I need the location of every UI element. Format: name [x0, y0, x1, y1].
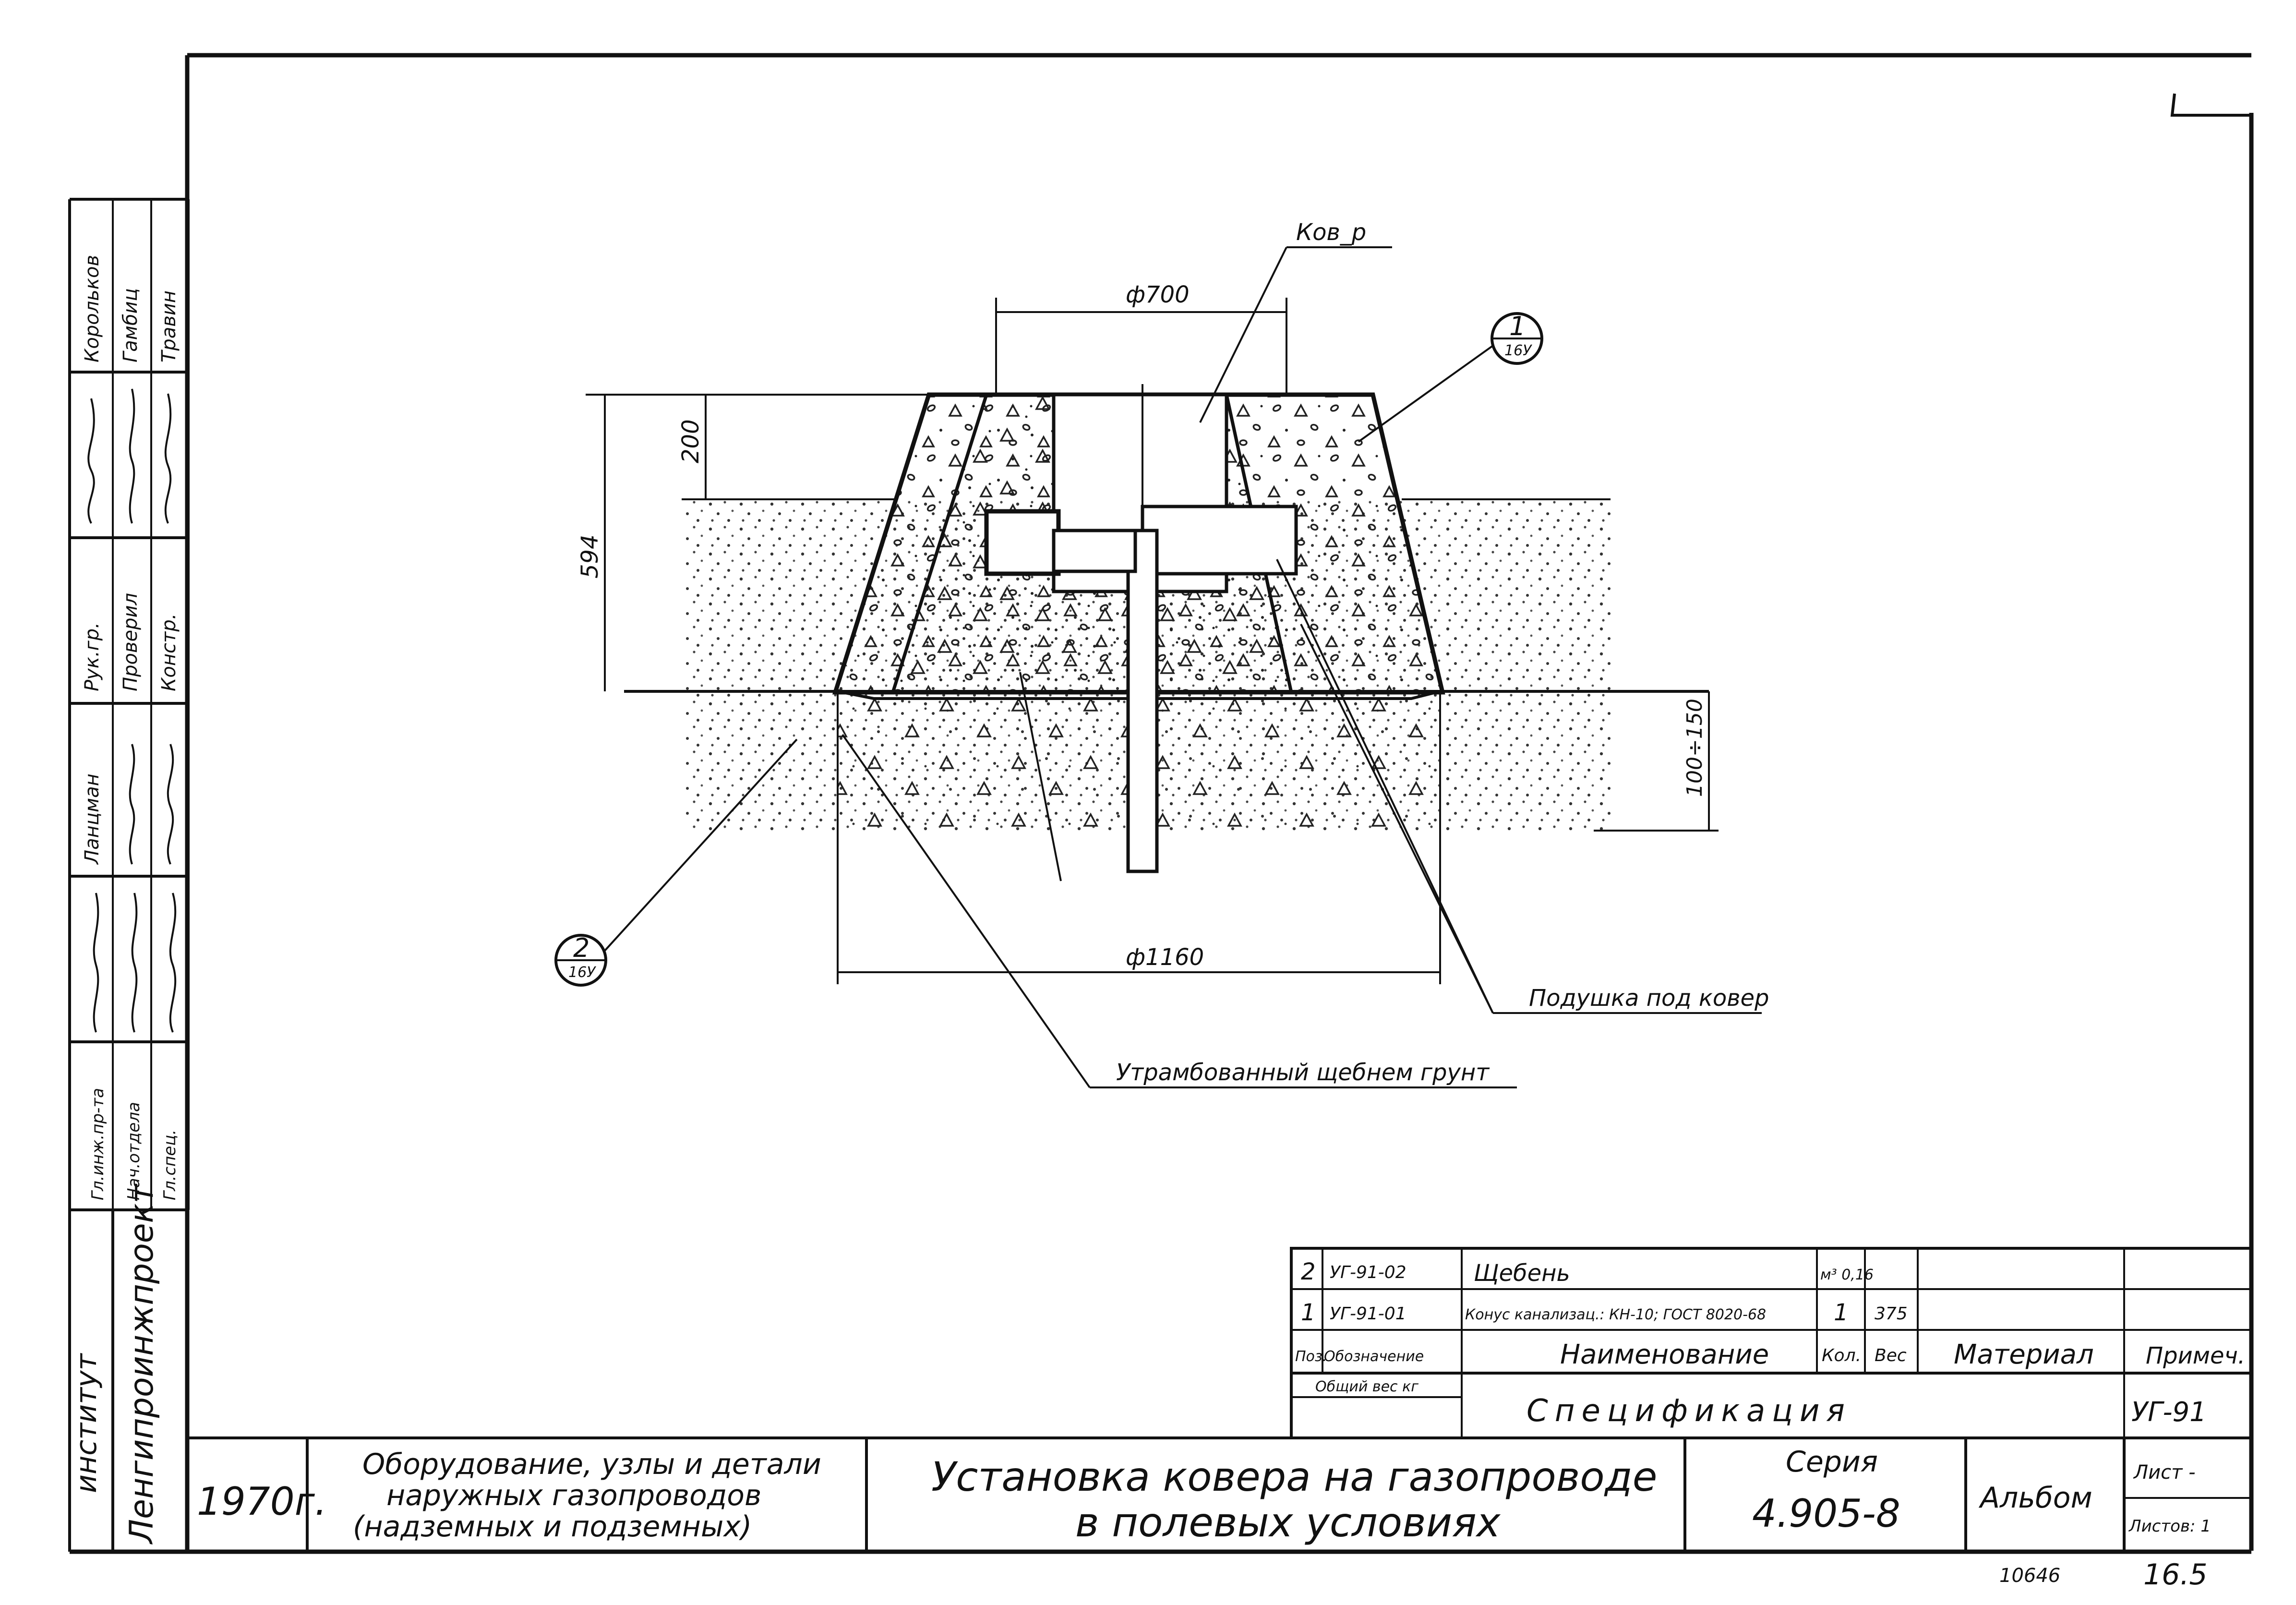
- leader-compacted-soil: Утрамбованный щебнем грунт: [841, 672, 1517, 1088]
- cushion-label: Подушка под ковер: [1529, 985, 1769, 1012]
- valve-assembly: [984, 509, 1061, 576]
- top-height-label: 200: [677, 419, 704, 463]
- callout-1: 1 16У: [1358, 311, 1543, 443]
- stamp-role-chief-engineer: Гл.инж.пр-та: [88, 1088, 108, 1200]
- spec-row-2-code: УГ-91-01: [1330, 1304, 1406, 1324]
- drawing-title-line-1: Установка ковера на газопроводе: [931, 1453, 1657, 1500]
- spec-row-1-qty: м³ 0,16: [1820, 1267, 1874, 1283]
- year: 1970г.: [197, 1479, 327, 1524]
- spec-row-1-code: УГ-91-02: [1330, 1263, 1406, 1282]
- spec-total-weight-label: Общий вес кг: [1315, 1378, 1418, 1395]
- stamp-role-lead: Рук.гр.: [81, 622, 103, 691]
- title-block: 1970г. Оборудование, узлы и детали наруж…: [187, 1436, 2251, 1552]
- dimension-total-height: 594: [577, 394, 929, 691]
- stamp-name-2: Гамбиц: [120, 288, 142, 362]
- gas-pipe-riser: [1126, 529, 1159, 873]
- dimension-top-height: 200: [677, 395, 707, 499]
- inventory-number: 10646: [1999, 1565, 2060, 1587]
- top-diameter-label: ф700: [1126, 281, 1190, 308]
- approval-stamp: Корольков Гамбиц Травин Рук.гр. Проверил…: [68, 198, 190, 1552]
- album-title-line-1: Оборудование, узлы и детали: [362, 1448, 821, 1481]
- stamp-name-1: Корольков: [81, 255, 103, 362]
- stamp-role-lantsman: Ланцман: [81, 773, 103, 865]
- specification-table: 2 УГ-91-02 Щебень м³ 0,16 1 УГ-91-01 Кон…: [1290, 1247, 2253, 1439]
- callout-2-ref: 16У: [568, 964, 596, 981]
- album-title-line-3: (надземных и подземных): [353, 1510, 752, 1544]
- stamp-signatures-2: [129, 744, 174, 865]
- cover-lid-block: [1141, 505, 1298, 576]
- valve-housing: [1052, 529, 1137, 573]
- spec-row-2-name: Конус канализац.: КН-10; ГОСТ 8020-68: [1465, 1306, 1766, 1323]
- spec-row-2-pos: 1: [1301, 1299, 1316, 1326]
- leader-cushion: Подушка под ковер: [1276, 559, 1769, 1014]
- cover-installation-drawing: ф700 ф1160 594 200 100÷150: [554, 219, 1769, 1088]
- spec-header-code: Обозначение: [1324, 1348, 1424, 1365]
- spec-row-2-qty: 1: [1834, 1299, 1849, 1326]
- stamp-role-designer: Констр.: [158, 614, 180, 691]
- institute-name: Ленгипроинжпроект: [123, 1183, 161, 1545]
- spec-header-name: Наименование: [1560, 1339, 1769, 1370]
- spec-header-note: Примеч.: [2146, 1342, 2245, 1369]
- spec-title: Спецификация: [1527, 1393, 1851, 1429]
- total-height-label: 594: [577, 534, 603, 579]
- sheet-label: Лист -: [2133, 1461, 2196, 1484]
- spec-header-pos: Поз.: [1295, 1348, 1327, 1365]
- callout-1-ref: 16У: [1504, 342, 1532, 359]
- stamp-signatures-1: [87, 388, 172, 524]
- leader-cover: Ков_р: [1199, 219, 1392, 423]
- spec-header-qty: Кол.: [1822, 1346, 1861, 1365]
- series-number: 4.905-8: [1752, 1491, 1900, 1536]
- stamp-role-chief-specialist: Гл.спец.: [160, 1130, 180, 1200]
- stamp-role-checked: Проверил: [120, 593, 142, 691]
- spec-row-2-weight: 375: [1875, 1304, 1908, 1324]
- dimension-bottom-diameter: ф1160: [837, 691, 1441, 984]
- bottom-diameter-label: ф1160: [1126, 944, 1204, 971]
- marginalia: 10646 16.5: [1999, 1558, 2208, 1592]
- stamp-name-3: Травин: [158, 290, 180, 362]
- callout-2: 2 16У: [554, 738, 798, 987]
- dimension-top-diameter: ф700: [995, 281, 1287, 395]
- spec-header-weight: Вес: [1875, 1346, 1907, 1365]
- drawing-title-line-2: в полевых условиях: [1075, 1499, 1501, 1546]
- sheets-count-label: Листов: 1: [2128, 1517, 2211, 1536]
- compacted-soil-label: Утрамбованный щебнем грунт: [1116, 1059, 1490, 1086]
- callout-1-number: 1: [1509, 311, 1526, 341]
- gravel-depth-label: 100÷150: [1683, 699, 1707, 797]
- stamp-signatures-3: [93, 893, 177, 1033]
- page-reference: 16.5: [2143, 1558, 2208, 1592]
- callout-2-number: 2: [573, 933, 589, 963]
- spec-row-1-name: Щебень: [1474, 1260, 1570, 1287]
- dimension-gravel-depth: 100÷150: [1594, 691, 1719, 832]
- album-label: Альбом: [1978, 1481, 2092, 1515]
- spec-doc-code: УГ-91: [2131, 1397, 2207, 1428]
- institute-label: институт: [70, 1352, 103, 1493]
- spec-header-material: Материал: [1954, 1339, 2094, 1370]
- series-label: Серия: [1786, 1445, 1878, 1479]
- stamp-role-dept-head: Нач.отдела: [124, 1102, 144, 1200]
- cover-label: Ков_р: [1296, 219, 1366, 246]
- album-title-line-2: наружных газопроводов: [386, 1479, 761, 1512]
- spec-row-1-pos: 2: [1301, 1258, 1316, 1285]
